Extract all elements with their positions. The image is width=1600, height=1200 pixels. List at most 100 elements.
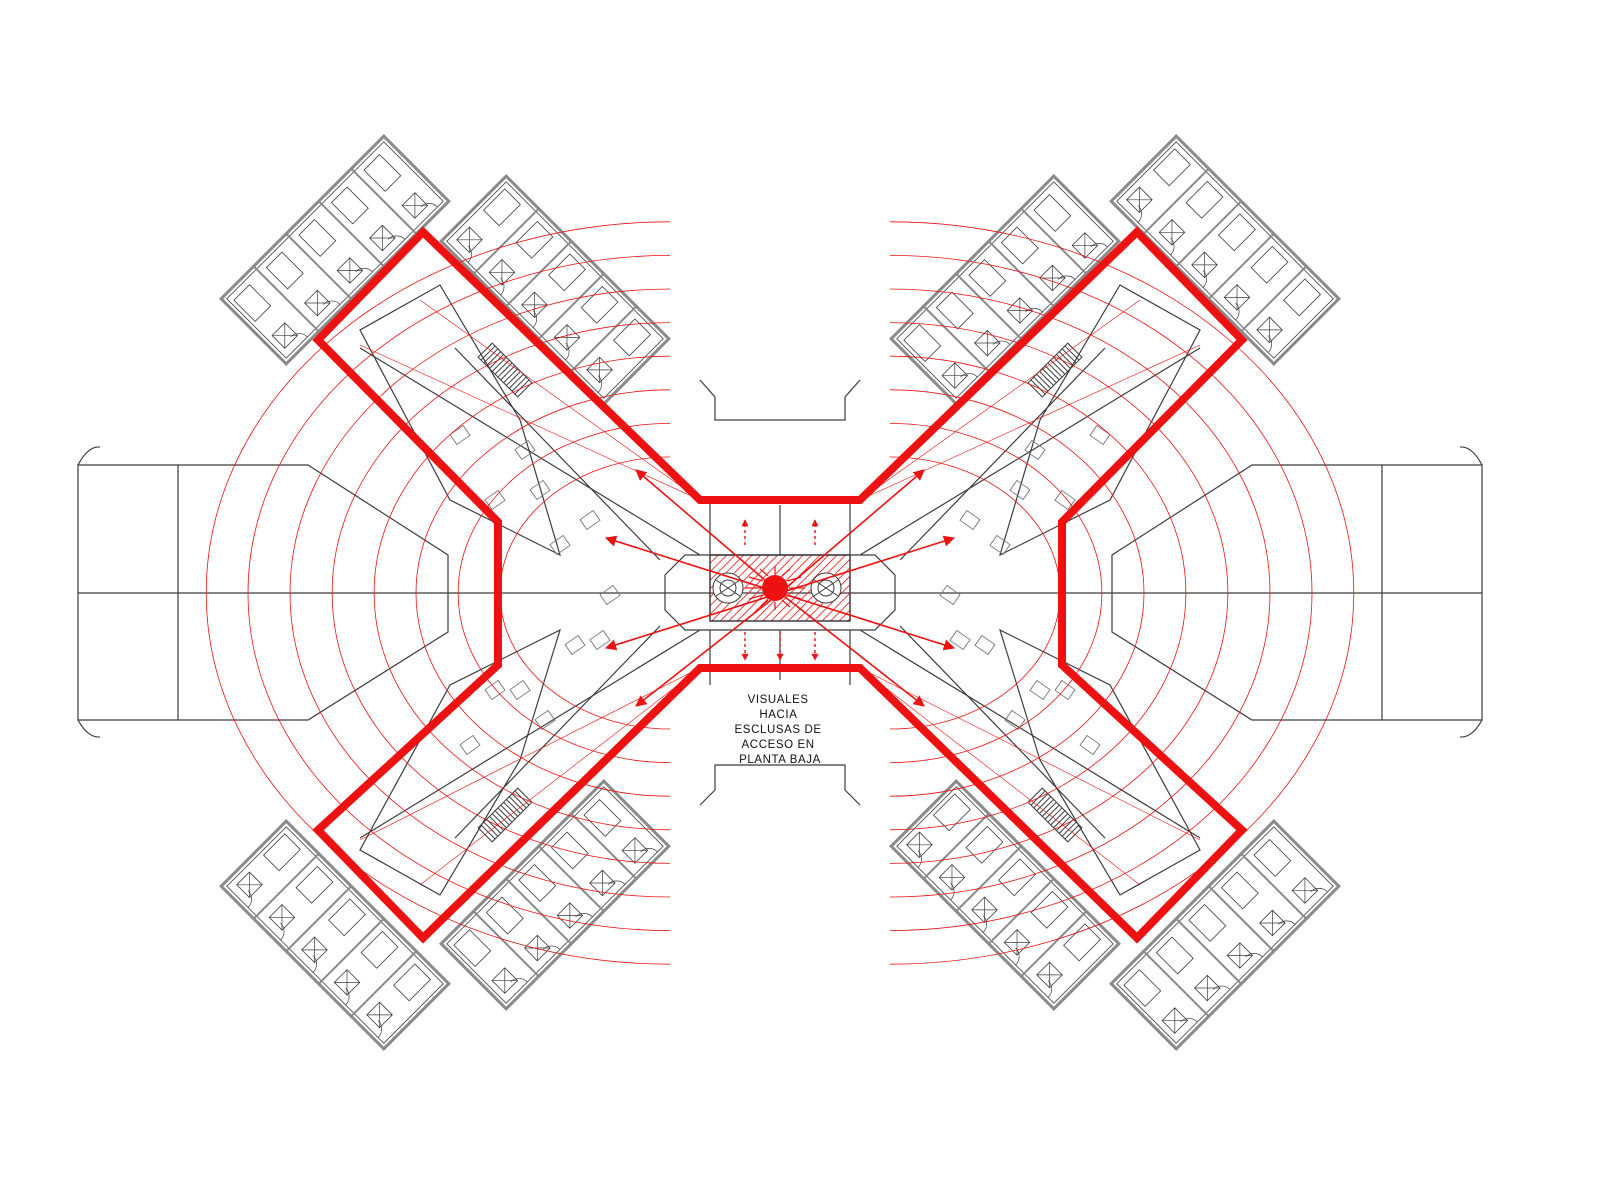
viewing-arc-left	[331, 322, 671, 864]
core-ray	[748, 576, 764, 582]
sightline-arrow	[604, 592, 781, 651]
door-swing	[345, 987, 350, 1006]
bed-icon	[1000, 226, 1039, 265]
door-swing	[950, 882, 955, 901]
stair-nw	[477, 342, 533, 398]
table-icon	[974, 634, 996, 656]
bed-icon	[933, 793, 971, 832]
wing-sw-outer	[219, 819, 451, 1051]
bed-icon	[965, 825, 1004, 864]
bed-icon	[1253, 838, 1292, 877]
table-icon	[534, 709, 556, 731]
plan-outline	[77, 284, 1483, 896]
door-swing	[1277, 920, 1296, 925]
sightline-arrow	[779, 535, 956, 594]
table-icon	[509, 679, 531, 701]
table-icon	[459, 734, 481, 756]
wing-ne-outer	[1109, 134, 1341, 366]
door-swing	[917, 850, 922, 868]
core-ray	[781, 568, 791, 577]
table-icon	[449, 424, 471, 446]
bed-icon	[1030, 890, 1069, 929]
viewing-arc-right	[889, 322, 1229, 864]
viewing-arc-right	[889, 288, 1271, 898]
table-icon	[589, 629, 611, 651]
bed-icon	[613, 318, 652, 357]
table-icon	[959, 509, 981, 531]
bed-icon	[393, 963, 432, 1002]
radial-guide	[859, 299, 1141, 501]
core-ray	[786, 594, 802, 600]
door-swing	[607, 880, 626, 885]
stairs	[477, 342, 1083, 843]
door-swing	[377, 1020, 382, 1038]
bed-icon	[580, 285, 619, 324]
door-swing	[597, 375, 602, 393]
bed-icon	[935, 291, 974, 330]
door-swing	[1202, 270, 1207, 288]
viewing-arc-left	[289, 288, 671, 898]
radial-guide	[419, 299, 701, 501]
core-ray	[759, 568, 769, 577]
wing-sw-inner	[439, 779, 671, 1011]
table-icon	[529, 479, 551, 501]
radial-guide	[859, 344, 1201, 501]
bed-icon	[998, 858, 1036, 897]
wing-nw-outer	[219, 134, 451, 366]
core-ray	[786, 576, 802, 582]
radial-guide	[859, 667, 1201, 841]
viewing-arc-right	[889, 221, 1355, 965]
door-swing	[1025, 308, 1043, 313]
bed-icon	[453, 929, 492, 967]
table-icon	[599, 584, 621, 606]
door-swing	[1047, 980, 1052, 998]
atrium-lobe-nw	[359, 284, 561, 557]
table-icon	[564, 634, 586, 656]
radial-guide	[419, 667, 701, 886]
bed-icon	[295, 865, 334, 904]
bed-icon	[968, 259, 1007, 297]
elevator-right	[810, 572, 842, 604]
red-visual-perimeter	[312, 226, 1248, 944]
bed-icon	[1155, 936, 1194, 975]
bed-icon	[1220, 871, 1259, 910]
stair-ne	[1027, 342, 1083, 398]
door-swing	[565, 342, 570, 361]
bed-icon	[515, 220, 554, 259]
door-swing	[355, 268, 373, 273]
wing-ne-inner	[889, 174, 1121, 406]
bed-icon	[328, 898, 366, 937]
radial-guide	[359, 344, 701, 501]
radial-guide	[359, 667, 701, 841]
bed-icon	[548, 253, 586, 292]
door-swing	[280, 922, 285, 941]
bed-icon	[330, 186, 369, 225]
table-icon	[989, 534, 1011, 556]
viewing-arc-right	[889, 423, 1103, 763]
viewing-arc-right	[889, 355, 1187, 831]
bed-icon	[360, 930, 399, 969]
core-access-arrows	[741, 519, 819, 661]
bed-icon	[233, 284, 272, 322]
door-swing	[1170, 237, 1175, 256]
bed-icon	[483, 188, 521, 227]
viewing-arc-left	[415, 389, 671, 797]
door-swing	[290, 333, 308, 338]
door-swing	[1310, 888, 1328, 893]
viewing-arc-left	[373, 355, 671, 831]
table-icon	[1029, 679, 1051, 701]
wing-se-inner	[889, 779, 1121, 1011]
table-icon	[939, 584, 961, 606]
table-icon	[949, 629, 971, 651]
bed-icon	[1123, 969, 1162, 1007]
core-ray	[781, 599, 791, 608]
door-swing	[640, 848, 658, 853]
bed-icon	[1033, 193, 1072, 232]
door-swing	[1090, 243, 1108, 248]
guest-room-wings	[219, 134, 1341, 1051]
table-icon	[484, 489, 506, 511]
door-swing	[575, 913, 593, 918]
sightline-arrow	[779, 592, 925, 707]
door-swing	[312, 955, 317, 973]
central-core	[709, 554, 851, 622]
